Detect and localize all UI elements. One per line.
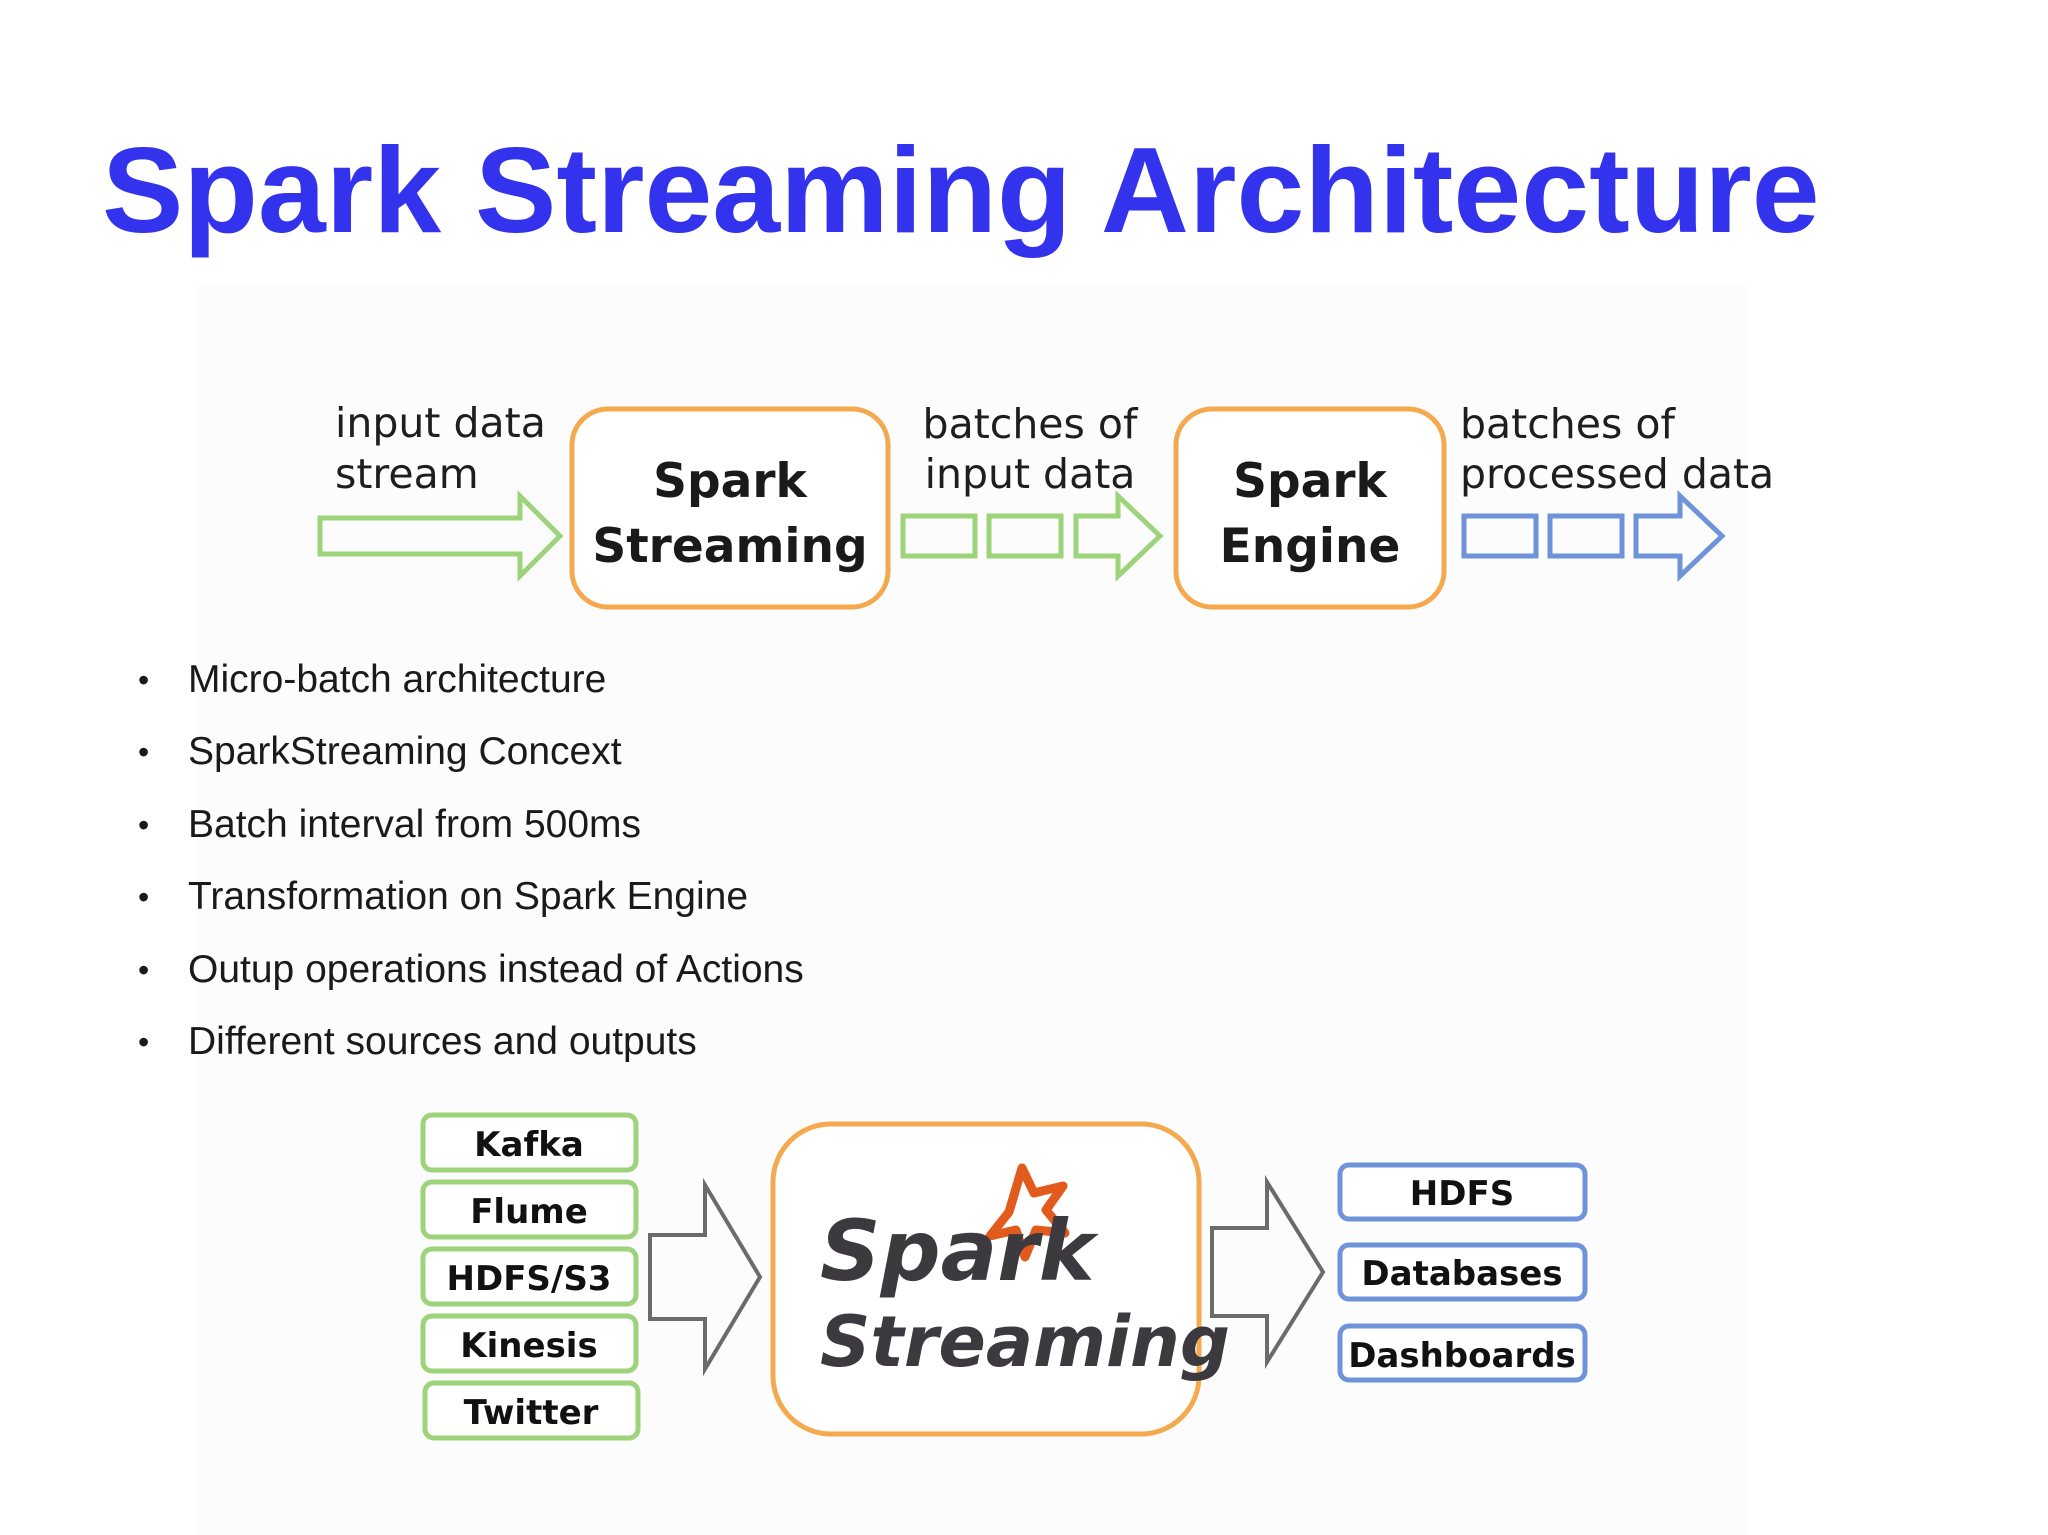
slide-title: Spark Streaming Architecture [102, 122, 1820, 258]
source-label: Kafka [474, 1125, 584, 1165]
bullet-text: Different sources and outputs [188, 1019, 697, 1063]
output-box [1337, 1162, 1588, 1222]
outputs-list: HDFS Databases Dashboards [1337, 1162, 1588, 1383]
processed-batch-block-2 [1547, 513, 1625, 559]
input-batch-arrow [1073, 490, 1164, 582]
bullet-item: • Outup operations instead of Actions [136, 940, 804, 1012]
source-box [420, 1179, 639, 1240]
logo-text-spark: Spark [820, 1202, 1100, 1300]
bullet-text: Micro-batch architecture [188, 658, 607, 701]
processed-batch-block-1 [1461, 513, 1539, 559]
source-label: Flume [470, 1192, 588, 1232]
output-label: Dashboards [1348, 1336, 1576, 1376]
input-batch-block-2 [986, 513, 1064, 559]
spark-streaming-box-line2: Streaming [592, 519, 867, 574]
input-label-line1: input data [335, 399, 546, 447]
bullet-text: SparkStreaming Concext [188, 730, 622, 774]
bullet-dot: • [138, 951, 150, 988]
bullet-dot: • [138, 806, 150, 843]
output-label-line2: processed data [1460, 450, 1774, 498]
bullet-dot: • [138, 734, 150, 771]
output-label-line1: batches of [1460, 400, 1676, 448]
source-box [420, 1246, 639, 1307]
bullet-list: • Micro-batch architecture • SparkStreamin… [136, 650, 804, 1084]
bullet-item: • Batch interval from 500ms [136, 795, 804, 867]
source-label: HDFS/S3 [447, 1259, 612, 1299]
middle-label-line1: batches of [923, 400, 1139, 448]
output-box [1337, 1242, 1588, 1302]
bullet-text: Transformation on Spark Engine [188, 875, 749, 919]
spark-streaming-box [569, 406, 891, 610]
spark-engine-box [1173, 406, 1447, 610]
spark-star-icon [985, 1163, 1070, 1262]
input-batch-block-1 [900, 513, 978, 559]
output-label: Databases [1361, 1254, 1562, 1294]
spark-streaming-logo-box [770, 1121, 1202, 1437]
bullet-item: • Different sources and outputs [136, 1012, 804, 1084]
bullet-dot: • [138, 662, 150, 698]
source-box [420, 1112, 639, 1173]
source-box [422, 1380, 641, 1441]
streaming-to-outputs-arrow [1210, 1175, 1326, 1369]
bullet-item: • Micro-batch architecture [136, 650, 804, 722]
source-label: Kinesis [460, 1326, 597, 1366]
bullet-text: Outup operations instead of Actions [188, 947, 804, 991]
output-box [1337, 1323, 1588, 1383]
bullet-dot: • [138, 1023, 150, 1060]
bullet-item: • Transformation on Spark Engine [136, 867, 804, 939]
sources-list: Kafka Flume HDFS/S3 Kinesis Twitter [420, 1112, 641, 1441]
processed-batch-arrow [1633, 490, 1726, 582]
source-box [420, 1313, 639, 1374]
bullet-dot: • [138, 879, 150, 916]
bullet-item: • SparkStreaming Concext [136, 722, 804, 794]
bullet-text: Batch interval from 500ms [188, 802, 642, 846]
output-label: HDFS [1410, 1174, 1514, 1214]
spark-engine-box-line1: Spark [1233, 454, 1388, 509]
input-label-line2: stream [335, 450, 479, 498]
logo-text-streaming: Streaming [820, 1301, 1230, 1383]
spark-streaming-box-line1: Spark [653, 454, 808, 509]
spark-engine-box-line2: Engine [1220, 519, 1401, 574]
sources-to-streaming-arrow [648, 1177, 763, 1377]
input-stream-arrow [317, 489, 564, 583]
middle-label-line2: input data [925, 450, 1136, 498]
source-label: Twitter [464, 1393, 599, 1433]
